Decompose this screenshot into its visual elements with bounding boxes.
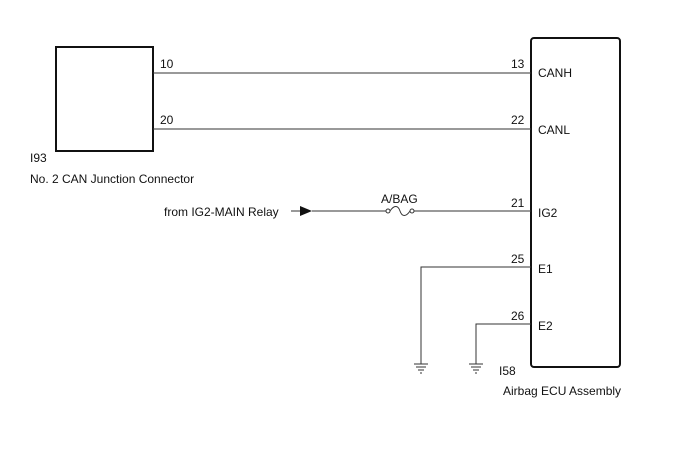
ecu-id: I58 — [499, 364, 516, 378]
fuse-icon — [385, 206, 415, 216]
e2-ground-wire — [475, 323, 531, 364]
ecu-pin-26: 26 — [511, 309, 525, 323]
ecu-terminal-canh: CANH — [538, 66, 572, 80]
fuse-label: A/BAG — [381, 192, 418, 206]
e1-ground-wire — [420, 266, 531, 364]
ground-icon — [414, 363, 428, 374]
ecu-name: Airbag ECU Assembly — [503, 384, 621, 398]
arrow-right-icon — [300, 206, 312, 216]
ecu-pin-25: 25 — [511, 252, 525, 266]
ecu-pin-22: 22 — [511, 113, 525, 127]
ecu-terminal-e2: E2 — [538, 319, 553, 333]
ecu-terminal-e1: E1 — [538, 262, 553, 276]
power-source-label: from IG2-MAIN Relay — [164, 205, 279, 219]
connector-name: No. 2 CAN Junction Connector — [30, 172, 194, 186]
connector-pin-20: 20 — [160, 113, 174, 127]
ecu-pin-13: 13 — [511, 57, 525, 71]
ground-icon — [469, 363, 483, 374]
ecu-terminal-ig2: IG2 — [538, 206, 558, 220]
ecu-terminal-canl: CANL — [538, 123, 570, 137]
connector-id: I93 — [30, 151, 47, 165]
connector-pin-10: 10 — [160, 57, 174, 71]
airbag-ecu-box — [530, 37, 621, 368]
ecu-pin-21: 21 — [511, 196, 525, 210]
can-junction-connector-box — [55, 46, 154, 152]
